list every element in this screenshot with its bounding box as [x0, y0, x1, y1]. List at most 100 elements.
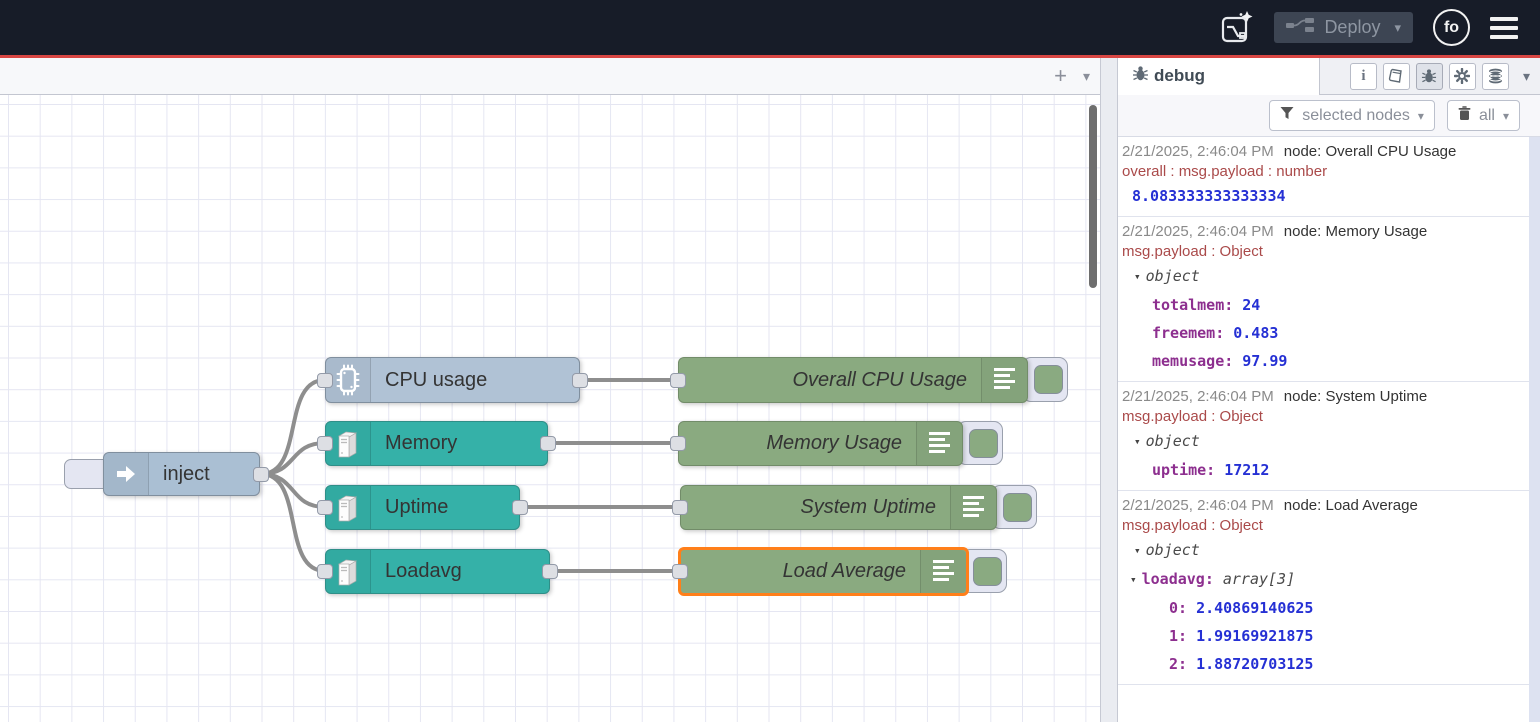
message-node-name: node: System Uptime	[1283, 388, 1428, 405]
input-port[interactable]	[317, 564, 333, 579]
node-load-average[interactable]: Load Average	[678, 547, 969, 596]
array-item-row: 0:2.40869140625	[1169, 599, 1314, 617]
object-expand-row[interactable]: ▾object	[1122, 536, 1524, 565]
wire[interactable]	[260, 472, 326, 509]
filter-selected-nodes-button[interactable]: selected nodes ▾	[1269, 100, 1435, 131]
config-gear-button[interactable]	[1448, 62, 1476, 90]
object-expand-row[interactable]: ▾object	[1122, 262, 1524, 291]
filter-caret-icon: ▾	[1417, 108, 1424, 123]
collapse-caret-icon[interactable]: ▾	[1134, 544, 1141, 557]
output-port[interactable]	[253, 467, 269, 482]
output-port[interactable]	[512, 500, 528, 515]
array-item-row: 2:1.88720703125	[1169, 655, 1314, 673]
tab-debug[interactable]: debug	[1118, 57, 1320, 95]
node-loadavg[interactable]: Loadavg	[325, 549, 550, 594]
add-flow-button[interactable]: +	[1054, 63, 1067, 88]
info-tab-button[interactable]: i	[1349, 62, 1377, 90]
canvas-vertical-scrollbar[interactable]	[1089, 105, 1097, 288]
array-expand-row[interactable]: ▾loadavg:array[3]	[1122, 565, 1524, 594]
node-system-uptime[interactable]: System Uptime	[680, 485, 997, 530]
object-expand-row[interactable]: ▾object	[1122, 427, 1524, 456]
sidebar-vertical-scrollbar[interactable]	[1529, 137, 1540, 722]
inject-arrow-icon	[104, 453, 149, 495]
tab-label: debug	[1154, 66, 1205, 85]
node-label: Memory	[385, 432, 458, 454]
message-timestamp: 2/21/2025, 2:46:04 PM	[1122, 143, 1274, 160]
output-port[interactable]	[540, 436, 556, 451]
node-label: Overall CPU Usage	[792, 368, 967, 391]
main-menu-icon[interactable]	[1490, 16, 1518, 39]
collapse-caret-icon[interactable]: ▾	[1134, 435, 1141, 448]
collapse-caret-icon[interactable]: ▾	[1130, 573, 1137, 586]
node-label: Loadavg	[385, 560, 462, 582]
bug-icon	[1132, 65, 1149, 87]
debug-message[interactable]: 2/21/2025, 2:46:04 PM node: System Uptime…	[1118, 382, 1540, 491]
message-timestamp: 2/21/2025, 2:46:04 PM	[1122, 497, 1274, 514]
object-property-row: totalmem:24	[1152, 296, 1261, 314]
message-meta: msg.payload : Object	[1122, 517, 1263, 534]
deploy-button[interactable]: Deploy ▾	[1274, 12, 1413, 43]
output-port[interactable]	[572, 373, 588, 388]
clear-label: all	[1478, 106, 1495, 124]
debug-toggle-button[interactable]	[1022, 357, 1068, 402]
debug-output-icon	[981, 358, 1027, 402]
wire[interactable]	[260, 472, 326, 573]
debug-toggle-button[interactable]	[991, 485, 1037, 529]
debug-filter-row: selected nodes ▾ all ▾	[1118, 95, 1540, 137]
node-overall-cpu-usage[interactable]: Overall CPU Usage	[678, 357, 1028, 403]
sidebar-tab-strip: debug i	[1118, 57, 1540, 95]
wires-layer	[260, 377, 680, 573]
input-port[interactable]	[672, 564, 688, 579]
sidebar-menu-caret-icon[interactable]: ▾	[1522, 67, 1530, 84]
output-port[interactable]	[542, 564, 558, 579]
wire[interactable]	[260, 441, 326, 476]
context-database-button[interactable]	[1481, 62, 1509, 90]
debug-message[interactable]: 2/21/2025, 2:46:04 PM node: Overall CPU U…	[1118, 137, 1540, 217]
debug-message-list: 2/21/2025, 2:46:04 PM node: Overall CPU U…	[1118, 137, 1540, 722]
node-cpu-usage[interactable]: CPU usage	[325, 357, 580, 403]
debug-toggle-button[interactable]	[957, 421, 1003, 465]
workspace: + ▾	[0, 58, 1100, 722]
deploy-menu-caret-icon[interactable]: ▾	[1394, 19, 1401, 35]
user-avatar[interactable]: fo	[1433, 9, 1470, 46]
cpu-chip-icon	[326, 358, 371, 402]
node-label: inject	[163, 462, 210, 485]
debug-output-icon	[916, 422, 962, 465]
node-memory-usage[interactable]: Memory Usage	[678, 421, 963, 466]
debug-tab-button[interactable]	[1415, 62, 1443, 90]
input-port[interactable]	[670, 436, 686, 451]
input-port[interactable]	[672, 500, 688, 515]
node-uptime[interactable]: Uptime	[325, 485, 520, 530]
collapse-caret-icon[interactable]: ▾	[1134, 270, 1141, 283]
message-timestamp: 2/21/2025, 2:46:04 PM	[1122, 223, 1274, 240]
input-port[interactable]	[317, 500, 333, 515]
trash-icon	[1458, 105, 1471, 126]
flow-tab-strip: + ▾	[0, 58, 1100, 95]
flow-list-caret-icon[interactable]: ▾	[1082, 67, 1090, 84]
message-node-name: node: Memory Usage	[1283, 223, 1428, 240]
input-port[interactable]	[317, 373, 333, 388]
message-node-name: node: Overall CPU Usage	[1283, 143, 1457, 160]
node-label: Memory Usage	[766, 432, 902, 454]
wire[interactable]	[260, 378, 326, 476]
node-label: Load Average	[782, 560, 906, 582]
message-meta: overall : msg.payload : number	[1122, 163, 1328, 180]
computer-tower-icon	[326, 422, 371, 465]
flow-canvas[interactable]: inject	[0, 95, 1100, 722]
sidebar-splitter[interactable]	[1100, 58, 1118, 722]
clear-all-button[interactable]: all ▾	[1446, 100, 1520, 131]
node-memory[interactable]: Memory	[325, 421, 548, 466]
help-book-button[interactable]	[1382, 62, 1410, 90]
input-port[interactable]	[317, 436, 333, 451]
message-timestamp: 2/21/2025, 2:46:04 PM	[1122, 388, 1274, 405]
object-property-row: memusage:97.99	[1152, 352, 1288, 370]
deploy-label: Deploy	[1324, 17, 1381, 37]
input-port[interactable]	[670, 373, 686, 388]
flow-chart-sparkle-icon[interactable]	[1218, 10, 1254, 46]
sidebar-toolbar: i	[1320, 62, 1540, 90]
node-inject[interactable]: inject	[103, 452, 260, 496]
node-label: Uptime	[385, 496, 449, 518]
